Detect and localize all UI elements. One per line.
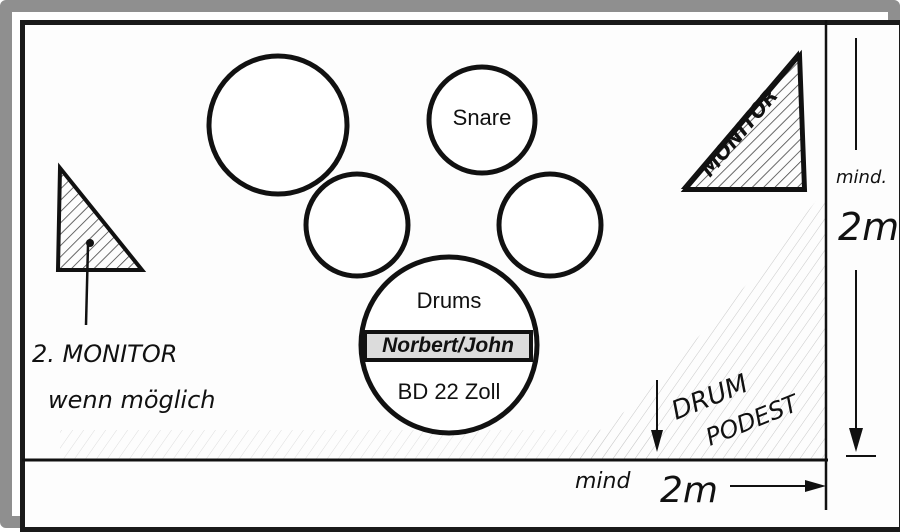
snare-label: Snare <box>430 105 534 131</box>
horizontal-arrow-head <box>805 480 826 492</box>
floor-hatch <box>60 430 650 460</box>
kick-name-bar: Norbert/John <box>363 330 533 362</box>
tom-circle-right <box>499 174 601 276</box>
tom-circle-large <box>209 56 347 194</box>
vertical-value-label: 2m <box>838 205 899 249</box>
tom-circle-left <box>306 174 408 276</box>
monitor-left-label-line1: 2. MONITOR <box>32 340 177 368</box>
monitor-left-shape <box>58 168 142 270</box>
vertical-arrow-head <box>849 428 863 452</box>
kick-bottom-label: BD 22 Zoll <box>370 379 528 405</box>
monitor-left-label-line2: wenn möglich <box>48 386 215 414</box>
kick-name-label: Norbert/John <box>367 334 529 358</box>
horizontal-value-label: 2m <box>660 470 718 511</box>
vertical-min-label: mind. <box>836 167 887 188</box>
horizontal-min-label: mind <box>575 469 631 494</box>
kick-top-label: Drums <box>380 288 518 314</box>
